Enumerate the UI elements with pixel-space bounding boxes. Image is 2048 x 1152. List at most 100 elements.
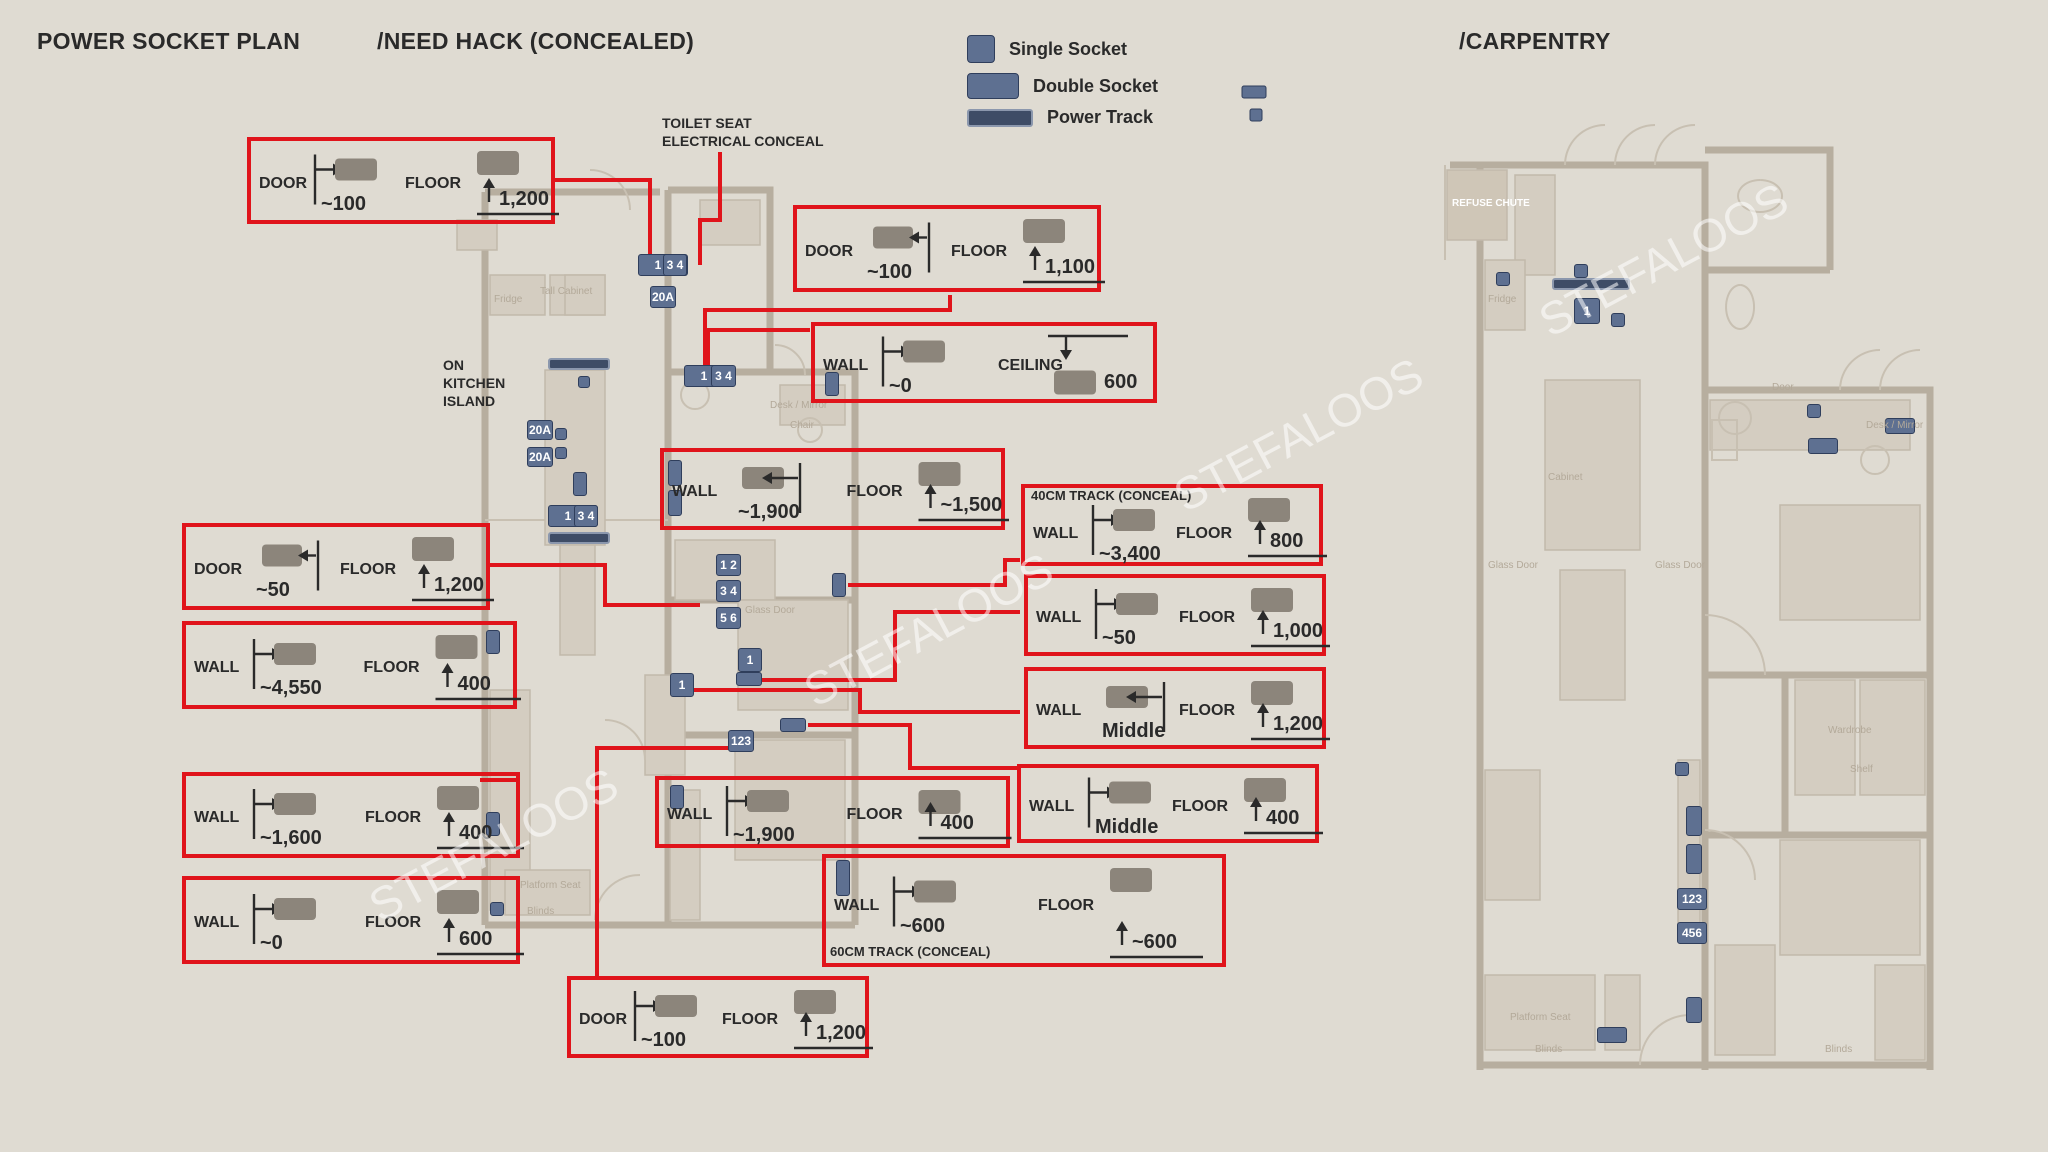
spec-value-1: ~100 bbox=[641, 1029, 687, 1051]
spec-symbols bbox=[1091, 498, 1327, 558]
spec-value-2: 600 bbox=[459, 928, 493, 950]
single-socket: 1 bbox=[738, 648, 762, 672]
single-socket bbox=[490, 902, 504, 916]
spec-value-2: 1,000 bbox=[1273, 620, 1324, 642]
spec-symbols bbox=[252, 890, 524, 956]
spec-label-1: DOOR bbox=[259, 174, 307, 192]
double-socket bbox=[1597, 1027, 1627, 1043]
single-socket bbox=[578, 376, 590, 388]
spec-value-1: ~600 bbox=[900, 914, 946, 937]
legend-track: Power Track bbox=[967, 107, 1153, 128]
single-socket-icon bbox=[967, 35, 995, 63]
spec-symbols bbox=[252, 786, 524, 850]
double-socket: 3 4 bbox=[663, 254, 687, 276]
double-socket bbox=[736, 672, 762, 686]
spec-value-2: ~1,500 bbox=[940, 494, 1003, 516]
legend-single: Single Socket bbox=[967, 35, 1127, 63]
single-socket: 1 bbox=[1574, 298, 1600, 324]
spec-value-2: 800 bbox=[1270, 530, 1304, 552]
room-label: Blinds bbox=[1825, 1044, 1853, 1055]
single-socket bbox=[825, 372, 839, 396]
room-label: Desk / Mirror bbox=[770, 400, 828, 411]
single-socket bbox=[1807, 404, 1821, 418]
single-socket bbox=[1686, 997, 1702, 1023]
spec-value-2: 1,100 bbox=[1045, 256, 1096, 278]
single-socket bbox=[1611, 313, 1625, 327]
spec-caption: 60CM TRACK (CONCEAL) bbox=[830, 944, 991, 959]
spec-value-1: ~50 bbox=[1102, 627, 1136, 649]
spec-label-2: FLOOR bbox=[1179, 609, 1235, 626]
spec-value-1: ~4,550 bbox=[260, 677, 322, 699]
spec-symbols bbox=[252, 635, 521, 701]
legend-double: Double Socket bbox=[967, 73, 1158, 99]
spec-box: WALL FLOOR ~50 1,000 bbox=[1024, 574, 1330, 656]
room-label: Glass Door bbox=[745, 605, 796, 616]
spec-value-2: 400 bbox=[1266, 807, 1300, 829]
spec-value-1: ~3,400 bbox=[1099, 543, 1161, 565]
spec-label-2: FLOOR bbox=[1038, 896, 1094, 914]
legend-single-label: Single Socket bbox=[1009, 38, 1128, 59]
double-socket: 3 4 bbox=[574, 505, 598, 527]
spec-symbols bbox=[1094, 588, 1330, 648]
spec-label-2: FLOOR bbox=[722, 1011, 778, 1028]
room-label: Blinds bbox=[527, 906, 555, 917]
spec-value-2: ~600 bbox=[1132, 931, 1178, 953]
spec-value-1: ~1,900 bbox=[738, 501, 800, 523]
left-floor-plan bbox=[456, 169, 859, 929]
spec-label-2: FLOOR bbox=[1172, 797, 1228, 815]
room-label: Platform Seat bbox=[520, 880, 581, 891]
double-socket: 3 4 bbox=[711, 365, 736, 387]
double-socket bbox=[780, 718, 806, 732]
spec-label-1: DOOR bbox=[579, 1011, 627, 1028]
spec-value-1: ~100 bbox=[867, 260, 913, 283]
double-socket: 5 6 bbox=[716, 607, 741, 629]
single-socket bbox=[836, 860, 850, 896]
spec-value-2: 400 bbox=[459, 822, 493, 844]
single-socket bbox=[668, 490, 682, 516]
spec-symbols bbox=[633, 990, 873, 1050]
spec-label-1: WALL bbox=[194, 809, 240, 826]
spec-value-2: 1,200 bbox=[499, 188, 550, 210]
spec-label-2: FLOOR bbox=[405, 174, 461, 192]
plan-title: POWER SOCKET PLAN bbox=[37, 28, 301, 54]
spec-label-2: CEILING bbox=[998, 356, 1063, 374]
room-label: Tall Cabinet bbox=[540, 286, 593, 297]
spec-label-1: WALL bbox=[1036, 609, 1082, 626]
double-socket: 123 bbox=[1677, 888, 1707, 910]
room-label: Glass Door bbox=[1655, 560, 1706, 571]
spec-value-1: ~1,900 bbox=[733, 824, 795, 846]
room-label: Shelf bbox=[1850, 764, 1873, 775]
spec-value-2: 1,200 bbox=[1273, 713, 1324, 735]
spec-value-1: ~0 bbox=[260, 932, 283, 954]
spec-symbols bbox=[1106, 681, 1330, 741]
room-label: Fridge bbox=[494, 294, 523, 305]
spec-label-2: FLOOR bbox=[365, 809, 421, 826]
spec-value-1: ~100 bbox=[321, 192, 367, 215]
spec-symbols bbox=[725, 786, 1012, 840]
toilet-note: TOILET SEAT ELECTRICAL CONCEAL bbox=[662, 115, 824, 149]
single-socket: 20A bbox=[650, 286, 676, 308]
single-socket: 20A bbox=[527, 420, 553, 440]
spec-symbols bbox=[873, 219, 1105, 284]
spec-label-2: FLOOR bbox=[363, 659, 420, 676]
right-floor-plan bbox=[1444, 124, 1934, 1070]
power-track bbox=[548, 358, 610, 370]
room-label: Fridge bbox=[1488, 294, 1517, 305]
spec-label-1: DOOR bbox=[194, 560, 242, 578]
double-socket-icon bbox=[967, 73, 1019, 99]
spec-symbols bbox=[262, 537, 494, 602]
spec-label-1: WALL bbox=[1033, 525, 1079, 542]
room-label: Blinds bbox=[1535, 1044, 1563, 1055]
spec-value-1: Middle bbox=[1102, 720, 1166, 742]
single-socket bbox=[1496, 272, 1510, 286]
spec-value-1: ~0 bbox=[889, 374, 912, 397]
single-socket bbox=[486, 812, 500, 836]
